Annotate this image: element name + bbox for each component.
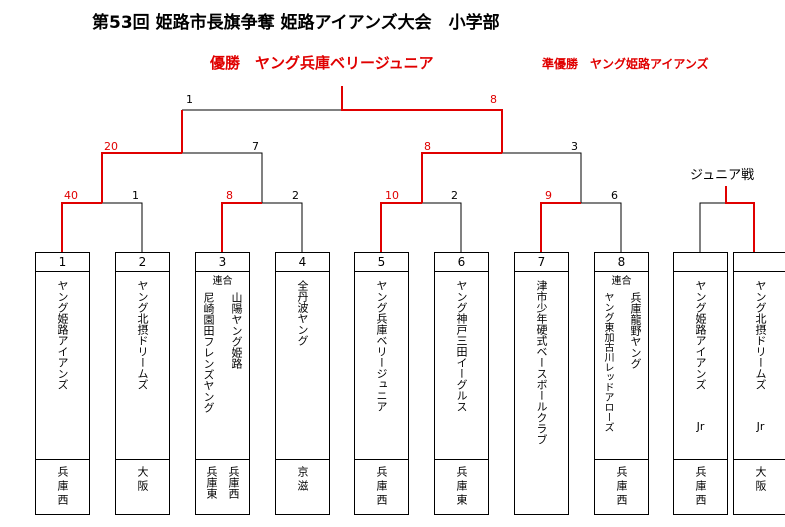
winner-line	[421, 152, 502, 203]
junior-team-box-2: ヤング北摂ドリームズ Jr 大阪	[733, 252, 785, 515]
combined-team-label: 連合	[611, 276, 632, 287]
team-name: 全丹波ヤング	[296, 280, 309, 346]
winner-line	[725, 186, 755, 252]
team-name: ヤング北摂ドリームズ	[136, 280, 149, 390]
team-name: 津市少年硬式ベースボールクラブ	[535, 280, 548, 445]
team-number: 6	[435, 253, 488, 272]
winner-line	[380, 202, 422, 252]
team-number: 2	[116, 253, 169, 272]
score-qf3-left: 10	[385, 189, 399, 202]
winner-line	[101, 152, 182, 203]
team-region: 京滋	[296, 466, 309, 494]
bracket-line	[422, 202, 462, 252]
winner-line	[341, 86, 503, 153]
junior-match-label: ジュニア戦	[690, 168, 755, 183]
team-name: ヤング東加古川レッドアローズ	[602, 292, 613, 432]
team-number: 3	[196, 253, 249, 272]
runner-up-label: 準優勝 ヤング姫路アイアンズ	[542, 57, 709, 71]
team-box-2: 2 ヤング北摂ドリームズ 大阪	[115, 252, 170, 515]
team-region: 兵庫西	[56, 466, 69, 508]
score-qf1-right: 1	[132, 189, 139, 202]
bracket-line	[502, 152, 582, 203]
team-name: ヤング神戸三田イーグルス	[455, 280, 468, 412]
team-box-6: 6 ヤング神戸三田イーグルス 兵庫東	[434, 252, 489, 515]
junior-suffix: Jr	[696, 420, 705, 433]
team-name: ヤング姫路アイアンズ	[694, 280, 707, 390]
team-number: 1	[36, 253, 89, 272]
champion-label: 優勝 ヤング兵庫ベリージュニア	[210, 54, 434, 72]
team-name: ヤング兵庫ベリージュニア	[375, 280, 388, 412]
score-final-left: 1	[186, 93, 193, 106]
team-region: 兵庫東	[205, 466, 218, 499]
bracket-line	[182, 152, 263, 203]
team-region: 兵庫東	[455, 466, 468, 508]
team-box-1: 1 ヤング姫路アイアンズ 兵庫西	[35, 252, 90, 515]
junior-team-box-1: ヤング姫路アイアンズ Jr 兵庫西	[673, 252, 728, 515]
team-number: 5	[355, 253, 408, 272]
winner-line	[221, 202, 262, 252]
team-region: 兵庫西	[375, 466, 388, 508]
bracket-line	[102, 202, 143, 252]
score-qf2-left: 8	[226, 189, 233, 202]
team-name: 山陽ヤング姫路	[230, 292, 243, 369]
bracket-line	[262, 202, 303, 252]
team-region: 兵庫西	[615, 466, 628, 508]
winner-line	[540, 202, 581, 252]
team-region: 大阪	[754, 466, 767, 494]
score-qf2-right: 2	[292, 189, 299, 202]
team-number: 7	[515, 253, 568, 272]
winner-line	[61, 202, 102, 252]
score-qf4-left: 9	[545, 189, 552, 202]
bracket-line	[581, 202, 622, 252]
score-qf3-right: 2	[451, 189, 458, 202]
score-final-right: 8	[490, 93, 497, 106]
combined-team-label: 連合	[212, 276, 233, 287]
team-box-4: 4 全丹波ヤング 京滋	[275, 252, 330, 515]
score-sf-b-left: 8	[424, 140, 431, 153]
team-name: ヤング姫路アイアンズ	[56, 280, 69, 390]
score-sf-a-right: 7	[252, 140, 259, 153]
page-title: 第53回 姫路市長旗争奪 姫路アイアンズ大会 小学部	[92, 13, 500, 33]
team-number: 8	[595, 253, 648, 272]
team-box-5: 5 ヤング兵庫ベリージュニア 兵庫西	[354, 252, 409, 515]
team-name: ヤング北摂ドリームズ	[754, 280, 767, 390]
score-qf1-left: 40	[64, 189, 78, 202]
bracket-line	[699, 202, 726, 252]
team-box-7: 7 津市少年硬式ベースボールクラブ	[514, 252, 569, 515]
team-region: 兵庫西	[227, 466, 240, 499]
score-sf-b-right: 3	[571, 140, 578, 153]
team-region: 兵庫西	[694, 466, 707, 508]
team-box-8: 8 連合 兵庫龍野ヤング ヤング東加古川レッドアローズ 兵庫西	[594, 252, 649, 515]
team-region: 大阪	[136, 466, 149, 494]
team-name: 兵庫龍野ヤング	[629, 292, 642, 369]
team-name: 尼崎園田フレンズヤング	[202, 292, 215, 413]
score-qf4-right: 6	[611, 189, 618, 202]
score-sf-a-left: 20	[104, 140, 118, 153]
team-box-3: 3 連合 山陽ヤング姫路 尼崎園田フレンズヤング 兵庫西 兵庫東	[195, 252, 250, 515]
junior-suffix: Jr	[756, 420, 765, 433]
team-number: 4	[276, 253, 329, 272]
